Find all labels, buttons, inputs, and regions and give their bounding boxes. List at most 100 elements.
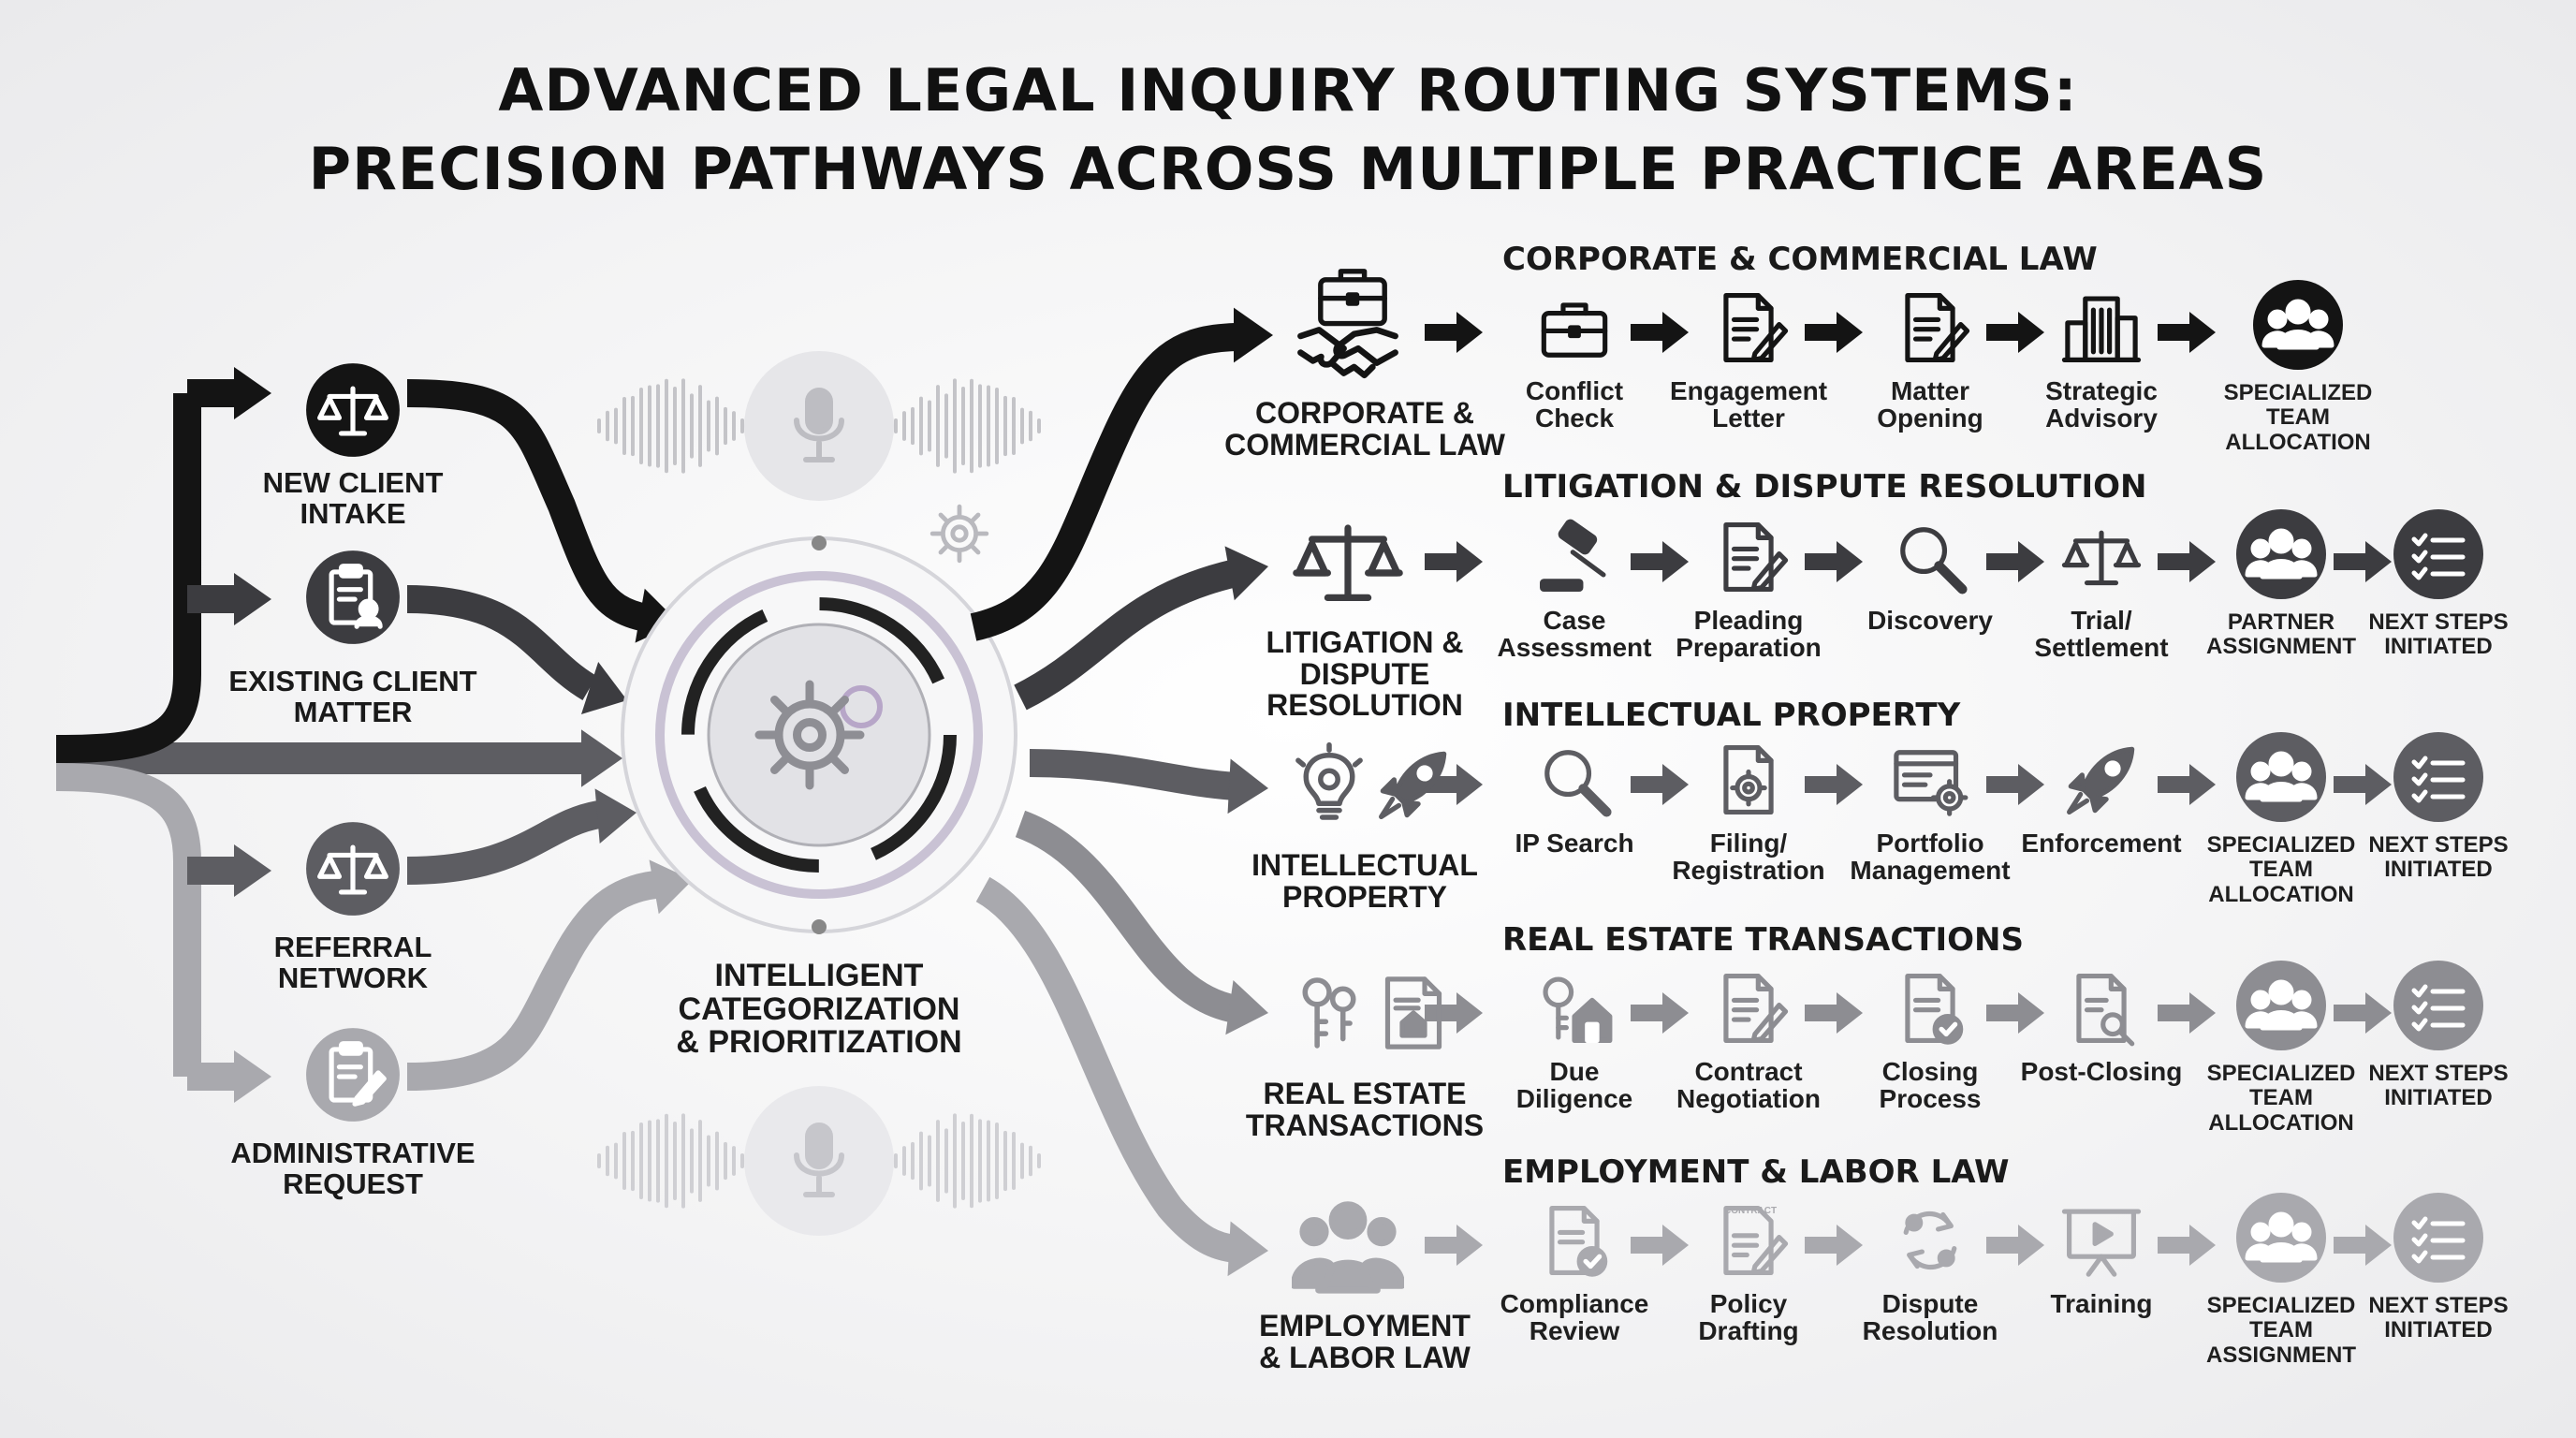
hub-to-litigation bbox=[1014, 559, 1239, 711]
document-pen-icon bbox=[1708, 287, 1789, 368]
row-5-arrow-1-head bbox=[1662, 1225, 1689, 1266]
step-label-1-4: Strategic Advisory bbox=[2045, 376, 2158, 433]
keys-icon bbox=[1286, 970, 1372, 1056]
row-1-arrow-3-shaft bbox=[1986, 324, 2018, 341]
row-3-badge-arrow-head bbox=[2365, 764, 2392, 805]
row-2-arrow-2-shaft bbox=[1805, 553, 1837, 570]
step-label-4-1: Due Diligence bbox=[1515, 1057, 1633, 1114]
document-gear-icon bbox=[1708, 740, 1789, 820]
title-line-1: ADVANCED LEGAL INQUIRY ROUTING SYSTEMS: bbox=[498, 56, 2078, 125]
badge-label-1-1: Specialized Team Allocation bbox=[2223, 380, 2373, 455]
badge-label-2-1: Partner Assignment bbox=[2205, 609, 2356, 660]
magnifier-icon bbox=[1890, 517, 1970, 597]
exchange-icon bbox=[1890, 1200, 1970, 1281]
microphone-icon bbox=[772, 379, 866, 473]
rocket-icon bbox=[1373, 744, 1454, 825]
step-label-5-2: Policy Drafting bbox=[1698, 1289, 1799, 1346]
input-label-1: New Client Intake bbox=[262, 466, 444, 530]
area-label-4: Real Estate Transactions bbox=[1245, 1077, 1485, 1142]
key-house-icon bbox=[1534, 968, 1615, 1049]
soundwave-top-left bbox=[597, 378, 744, 474]
row-1-arrow-1-shaft bbox=[1631, 324, 1662, 341]
hub-to-real-estate bbox=[1015, 810, 1239, 1023]
row-2-arrow-1-shaft bbox=[1631, 553, 1662, 570]
input-3-hub-arrowhead bbox=[594, 788, 637, 844]
document-pen-icon bbox=[1890, 287, 1970, 368]
step-label-3-3: Portfolio Management bbox=[1850, 829, 2011, 886]
row-1-arrow-4-shaft bbox=[2158, 324, 2189, 341]
briefcase-icon bbox=[1534, 287, 1615, 368]
step-label-4-2: Contract Negotiation bbox=[1676, 1057, 1821, 1114]
row-5-arrow-1-shaft bbox=[1631, 1237, 1662, 1254]
row-2-arrow-0-shaft bbox=[1425, 553, 1456, 570]
checklist-icon bbox=[2392, 730, 2485, 824]
contract-tag: CONTRACT bbox=[1724, 1206, 1778, 1216]
scales-icon bbox=[2061, 517, 2142, 597]
gear-icon bbox=[739, 665, 880, 805]
row-header-3: INTELLECTUAL PROPERTY bbox=[1502, 697, 1961, 734]
row-5-arrow-0-head bbox=[1456, 1225, 1483, 1266]
step-label-1-3: Matter Opening bbox=[1877, 376, 1983, 433]
hub-label: Intelligent Categorization & Prioritizat… bbox=[676, 958, 962, 1061]
clipboard-user-icon bbox=[304, 549, 402, 646]
area-label-2: Litigation & Dispute Resolution bbox=[1266, 625, 1464, 723]
hub-real-estate-arrowhead bbox=[1225, 980, 1268, 1035]
checklist-icon bbox=[2392, 959, 2485, 1052]
step-label-5-1: Compliance Review bbox=[1500, 1289, 1649, 1346]
input-1-to-hub bbox=[406, 379, 650, 632]
hub-to-ip bbox=[1029, 749, 1237, 800]
branch-1-arrowhead bbox=[234, 367, 271, 419]
row-4-arrow-4-head bbox=[2189, 992, 2216, 1034]
trunk-branch-1 bbox=[55, 393, 201, 763]
trunk-branch-lower bbox=[55, 763, 201, 1077]
row-5-arrow-4-shaft bbox=[2158, 1237, 2189, 1254]
team-icon bbox=[2251, 278, 2345, 372]
step-label-4-3: Closing Process bbox=[1879, 1057, 1982, 1114]
input-label-3: Referral Network bbox=[273, 931, 432, 994]
row-header-1: CORPORATE & COMMERCIAL LAW bbox=[1502, 241, 2098, 278]
input-label-4: Administrative Request bbox=[230, 1137, 476, 1200]
branch-4-arrowhead bbox=[234, 1050, 271, 1103]
row-2-badge-arrow-head bbox=[2365, 541, 2392, 582]
row-2-arrow-4-head bbox=[2189, 541, 2216, 582]
microphone-icon bbox=[772, 1114, 866, 1208]
briefcase-icon bbox=[1310, 253, 1395, 337]
row-3-arrow-4-head bbox=[2189, 764, 2216, 805]
hub-ip-arrowhead bbox=[1227, 758, 1268, 814]
team-icon bbox=[2234, 959, 2328, 1052]
title-line-2: PRECISION PATHWAYS ACROSS MULTIPLE PRACT… bbox=[308, 135, 2268, 203]
row-2-arrow-4-shaft bbox=[2158, 553, 2189, 570]
input-2-to-hub bbox=[406, 585, 597, 700]
input-3-to-hub bbox=[406, 800, 602, 885]
presentation-icon bbox=[2061, 1200, 2142, 1281]
document-check-icon bbox=[1890, 968, 1970, 1049]
row-3-arrow-4-shaft bbox=[2158, 776, 2189, 793]
row-3-arrow-3-head bbox=[2018, 764, 2044, 805]
row-5-badge-arrow-shaft bbox=[2334, 1237, 2365, 1254]
step-label-1-2: Engagement Letter bbox=[1669, 376, 1828, 433]
row-4-arrow-3-head bbox=[2018, 992, 2044, 1034]
input-label-2: Existing Client Matter bbox=[228, 665, 477, 728]
step-label-3-2: Filing/ Registration bbox=[1672, 829, 1825, 886]
row-5-arrow-4-head bbox=[2189, 1225, 2216, 1266]
row-5-arrow-2-head bbox=[1837, 1225, 1863, 1266]
magnifier-icon bbox=[1534, 740, 1615, 820]
building-icon bbox=[2061, 287, 2142, 368]
gear-icon bbox=[922, 496, 997, 571]
row-2-arrow-2-head bbox=[1837, 541, 1863, 582]
clipboard-pen-icon bbox=[304, 1026, 402, 1123]
row-3-arrow-2-head bbox=[1837, 764, 1863, 805]
step-label-2-4: Trial/ Settlement bbox=[2034, 606, 2169, 663]
step-label-5-4: Training bbox=[2050, 1289, 2153, 1318]
row-2-arrow-0-head bbox=[1456, 541, 1483, 582]
row-2-badge-arrow-shaft bbox=[2334, 553, 2365, 570]
row-4-arrow-3-shaft bbox=[1986, 1005, 2018, 1021]
checklist-icon bbox=[2392, 1191, 2485, 1284]
badge-label-4-1: Specialized Team Allocation bbox=[2206, 1061, 2356, 1136]
hub-to-employment bbox=[975, 876, 1237, 1263]
row-5-arrow-0-shaft bbox=[1425, 1237, 1456, 1254]
row-1-arrow-3-head bbox=[2018, 312, 2044, 353]
contract-pen-icon bbox=[1708, 1200, 1789, 1281]
badge-label-4-2: Next Steps Initiated bbox=[2368, 1061, 2509, 1111]
hub-to-corporate bbox=[970, 323, 1237, 641]
